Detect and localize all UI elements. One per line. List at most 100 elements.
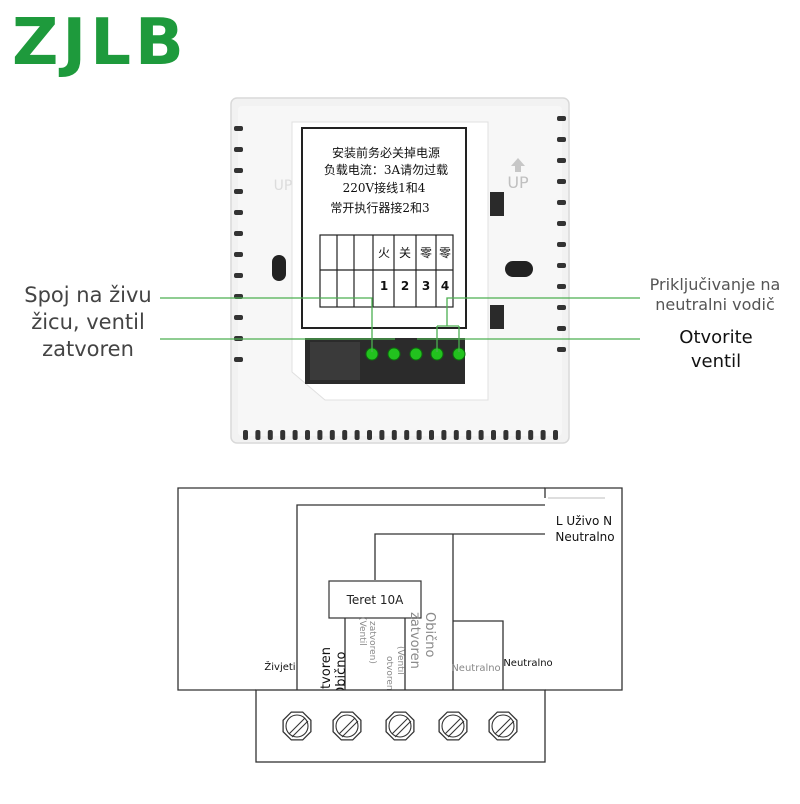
vent-slot [234, 252, 243, 257]
label-sticker [301, 127, 467, 329]
strip-screw [488, 711, 518, 741]
up-arrow-icon [511, 158, 525, 172]
vent-slot [267, 430, 273, 440]
vent-slot [557, 179, 566, 184]
terminal-number: 2 [401, 279, 409, 293]
svg-text:Obično: Obično [422, 612, 437, 657]
vent-slot [379, 430, 385, 440]
callout-right-top-line-1: Priključivanje na [650, 275, 781, 294]
terminal-label-zivjeti: Živjeti [264, 660, 295, 673]
strip-screw [385, 711, 415, 741]
vent-slot [305, 430, 310, 440]
vent-slot [234, 273, 243, 278]
up-label: UP [507, 173, 529, 192]
svg-text:Obično: Obično [334, 652, 349, 697]
terminal-head: 零 [439, 246, 451, 260]
vent-slot [429, 430, 434, 440]
terminal-headers: 火关零零 [378, 246, 451, 260]
vent-slot [453, 430, 459, 440]
vent-slot [255, 430, 261, 440]
terminal-label-neutralno-2: Neutralno [503, 658, 552, 669]
svg-text:(Ventil: (Ventil [395, 646, 405, 675]
vent-slot [503, 430, 509, 440]
vent-slot [557, 347, 566, 352]
supply-label-line-1: L Uživo N [556, 514, 612, 528]
vent-slot [557, 242, 566, 247]
vent-slot [317, 430, 323, 440]
terminal-screw [409, 347, 423, 361]
terminal-head: 零 [420, 246, 432, 260]
vent-slot [234, 126, 243, 131]
vent-slot [540, 430, 546, 440]
vent-slot [557, 284, 566, 289]
vent-slot [234, 357, 243, 362]
strip-screw [282, 711, 312, 741]
left-up-label: UP [274, 178, 293, 194]
vent-slot [354, 430, 360, 440]
terminal-table [319, 234, 454, 308]
vent-slot [391, 430, 397, 440]
terminal-strip-screws [282, 711, 518, 741]
no-label: Obično otvoren [319, 647, 349, 697]
no-small-label: (Ventil zatvoren) [357, 617, 377, 664]
terminal-number: 1 [380, 279, 388, 293]
vent-slot [557, 116, 566, 121]
vent-slot [557, 305, 566, 310]
load-label: Teret 10A [346, 593, 405, 607]
vent-slot [342, 430, 348, 440]
vent-slot [557, 221, 566, 226]
label-line-1: 安装前务必关掉电源 [332, 145, 440, 160]
mount-hole-left [272, 255, 286, 281]
terminal-label-neutralno-1: Neutralno [451, 663, 500, 674]
load-box [328, 580, 422, 619]
vent-slot [557, 137, 566, 142]
callout-right-bottom-line-1: Otvorite [679, 327, 752, 348]
terminal-head: 关 [399, 246, 411, 260]
callout-left-line-3: zatvoren [42, 337, 134, 361]
terminal-screw [387, 347, 401, 361]
mount-hole-right [505, 261, 533, 277]
label-line-4: 常开执行器接2和3 [330, 200, 429, 215]
svg-text:otvoren: otvoren [319, 647, 334, 697]
vent-slot [234, 231, 243, 236]
label-line-3: 220V接线1和4 [343, 180, 426, 195]
terminal-number: 4 [441, 279, 449, 293]
vent-slot [515, 430, 521, 440]
callout-left-line-2: žicu, ventil [31, 310, 145, 334]
vent-slot [557, 326, 566, 331]
vent-slot [234, 315, 243, 320]
svg-text:(Ventil: (Ventil [357, 617, 367, 646]
callout-lines [160, 297, 640, 352]
vent-slot [234, 210, 243, 215]
vent-slot [557, 200, 566, 205]
nc-label: Obično zatvoren (Ventil otvoren) [384, 612, 437, 694]
thermostat-device: UP UP 安装前务必关掉电源 负载电流：3A请勿过载 220V接线1和4 常开… [230, 97, 570, 444]
vent-slot [416, 430, 422, 440]
vent-slot [329, 430, 335, 440]
vent-slot [404, 430, 410, 440]
wiring-diagram [177, 487, 623, 691]
terminal-head: 火 [378, 246, 390, 260]
callout-left-line-1: Spoj na živu [24, 283, 151, 307]
svg-text:zatvoren: zatvoren [407, 612, 422, 669]
svg-text:otvoren): otvoren) [384, 656, 394, 694]
vent-slot [478, 430, 484, 440]
vent-slot [234, 168, 243, 173]
vent-slot [367, 430, 372, 440]
slot [490, 305, 504, 329]
label-line-2: 负载电流：3A请勿过载 [324, 163, 448, 177]
vent-slot [557, 158, 566, 163]
vent-slot [557, 263, 566, 268]
vent-slot [292, 430, 298, 440]
vent-slot [234, 189, 243, 194]
svg-text:zatvoren): zatvoren) [367, 621, 377, 664]
brand-logo: ZJLB [12, 6, 188, 80]
vent-slot [441, 430, 447, 440]
terminal-screws [365, 347, 466, 361]
callout-right-bottom-line-2: ventil [691, 351, 741, 372]
vent-slot [466, 430, 472, 440]
callout-right-top-line-2: neutralni vodič [655, 295, 775, 314]
